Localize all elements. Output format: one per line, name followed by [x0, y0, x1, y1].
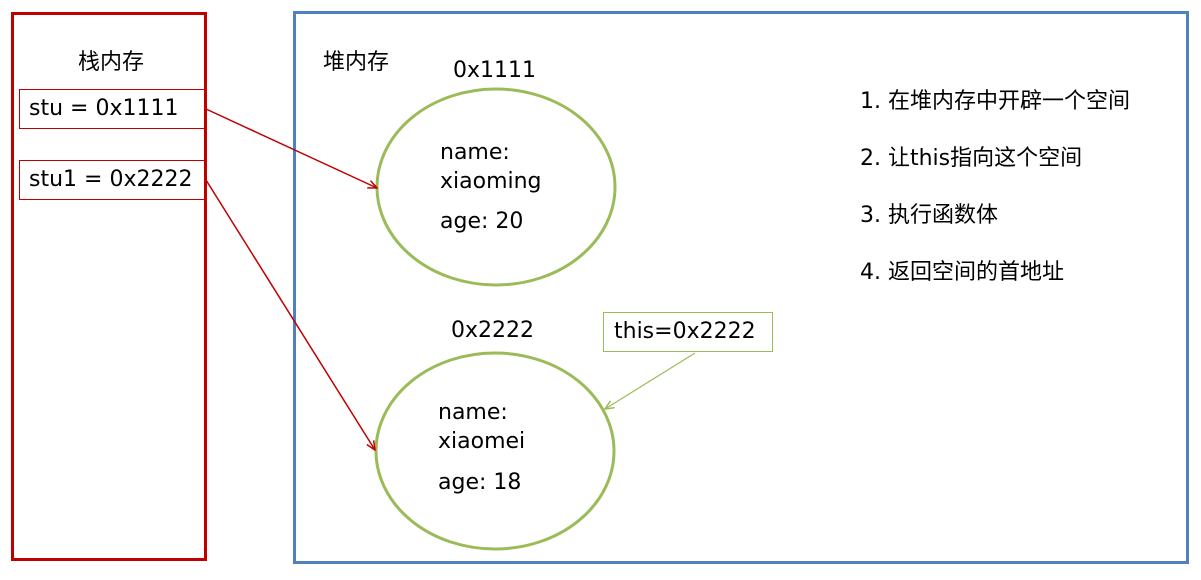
object-xiaomei-outline — [374, 351, 616, 551]
heap-memory-region — [293, 11, 1189, 564]
object-xiaoming-name-label: name: — [440, 140, 510, 165]
object-xiaomei-name-label: name: — [438, 400, 508, 425]
object-xiaomei-age: age: 18 — [438, 470, 522, 495]
object-xiaoming-address: 0x1111 — [453, 58, 537, 83]
heap-memory-title: 堆内存 — [323, 50, 390, 75]
stack-memory-title: 栈内存 — [77, 50, 144, 75]
object-xiaomei-name-value: xiaomei — [438, 429, 526, 454]
object-xiaoming-age: age: 20 — [440, 209, 524, 234]
this-pointer-box: this=0x2222 — [603, 312, 773, 352]
step-return-address: 4. 返回空间的首地址 — [860, 260, 1064, 285]
object-xiaoming-name-value: xiaoming — [440, 169, 542, 194]
stack-memory-region — [11, 12, 207, 561]
object-xiaomei-address: 0x2222 — [451, 318, 535, 343]
stack-variable-stu1: stu1 = 0x2222 — [19, 160, 205, 200]
step-bind-this: 2. 让this指向这个空间 — [860, 146, 1083, 171]
step-run-function-body: 3. 执行函数体 — [860, 203, 998, 228]
stack-variable-stu: stu = 0x1111 — [19, 89, 205, 129]
step-allocate-space: 1. 在堆内存中开辟一个空间 — [860, 89, 1130, 114]
this-pointer-arrow — [605, 352, 696, 409]
pointer-arrow-stu1 — [205, 179, 375, 450]
pointer-arrow-stu — [205, 108, 377, 188]
